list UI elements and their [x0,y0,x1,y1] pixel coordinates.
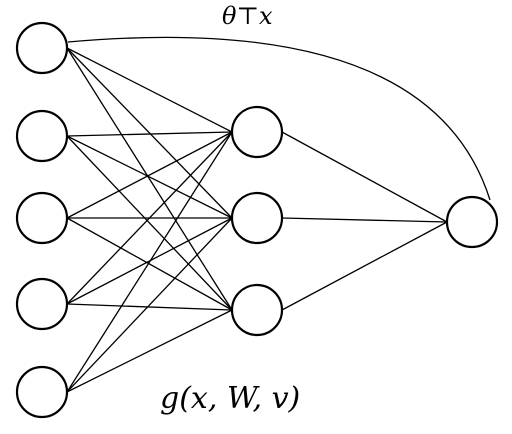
hidden-node [230,105,284,159]
output-node [445,195,499,249]
input-to-hidden-edge [66,131,233,137]
input-to-hidden-edge [66,47,233,219]
input-to-hidden-edge [66,135,233,219]
input-to-hidden-edge [66,217,233,311]
input-to-hidden-edge [66,131,233,393]
hidden-to-output-edge [281,217,448,223]
hidden-node [230,283,284,337]
input-to-hidden-edge [66,303,233,311]
input-to-hidden-edge [66,309,233,393]
hidden-to-output-edge [281,221,448,311]
hidden-to-output-edge [281,131,448,223]
input-to-hidden-edge [66,217,233,393]
edges [66,47,448,393]
input-to-hidden-edge [66,47,233,311]
input-to-hidden-edge [66,131,233,305]
hidden-node [230,191,284,245]
input-to-hidden-edge [66,135,233,311]
input-node [15,191,69,245]
skip-connection-edge [67,36,491,201]
input-to-hidden-edge [66,131,233,219]
nodes [15,21,499,419]
input-node [15,109,69,163]
linear-term-label: θ⊤x [222,2,273,30]
input-node [15,21,69,75]
input-node [15,277,69,331]
input-node [15,365,69,419]
network-function-label: g(x, W, v) [160,381,300,416]
input-to-hidden-edge [66,47,233,133]
